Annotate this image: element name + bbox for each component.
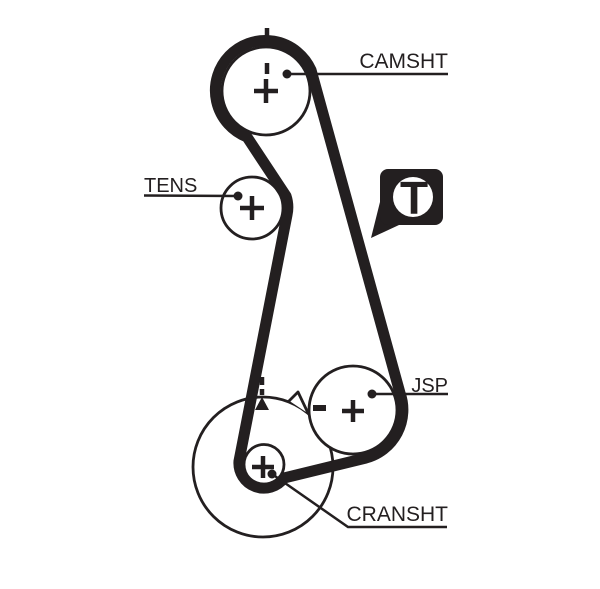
jsp-label: JSP xyxy=(411,375,448,397)
tensioner-label: TENS xyxy=(144,175,197,197)
tensioner-leader-dot xyxy=(233,191,243,201)
camshaft-plus-icon xyxy=(254,79,278,103)
tensioner-leader-line xyxy=(143,194,239,198)
jsp-leader-dot xyxy=(367,389,377,399)
t-badge-icon: T xyxy=(400,172,428,224)
crankshaft-timing-mark xyxy=(255,377,269,410)
jsp-minus-icon xyxy=(313,405,326,411)
timing-belt xyxy=(209,35,409,494)
crankshaft-plus-icon xyxy=(252,456,274,478)
crankshaft-label: CRANSHT xyxy=(346,503,448,526)
housing-pointer-notch xyxy=(287,390,310,414)
housing-notch-mask xyxy=(285,389,306,412)
triangle-mark-icon xyxy=(255,397,269,410)
timing-badge: T xyxy=(371,169,443,238)
camshaft-label: CAMSHT xyxy=(359,50,448,73)
tensioner-plus-icon xyxy=(240,196,264,220)
crankshaft-leader-line xyxy=(271,472,447,529)
jsp-plus-icon xyxy=(342,400,364,422)
camshaft-leader-dot xyxy=(282,69,292,79)
crankshaft-leader-dot xyxy=(267,469,277,479)
badge-circle xyxy=(393,177,433,217)
